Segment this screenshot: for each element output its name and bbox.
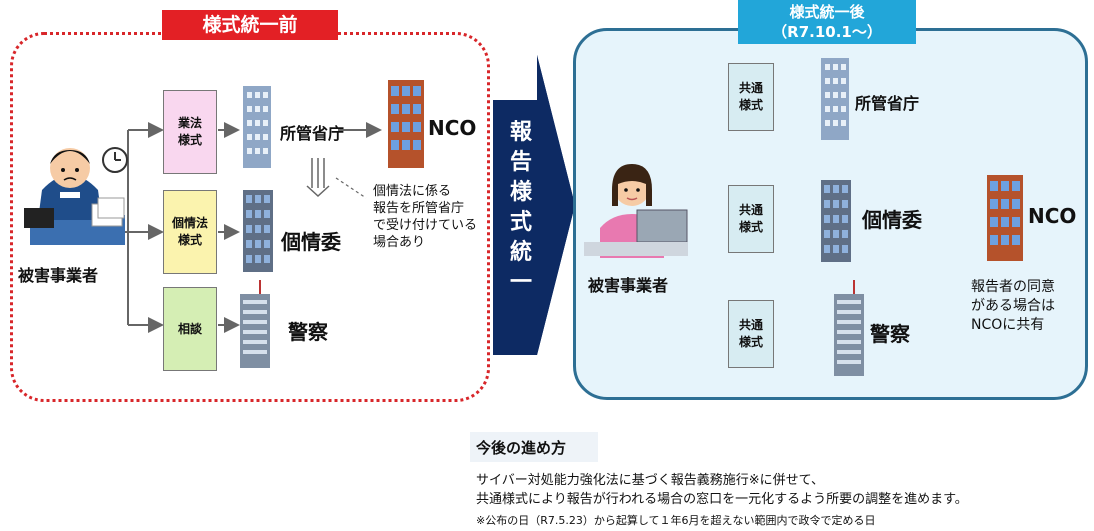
common-form-label: 共通 様式: [738, 81, 763, 112]
common-form-label: 共通 様式: [738, 318, 763, 349]
before-target-police: 警察: [288, 320, 328, 344]
before-title: 様式統一前: [162, 10, 338, 40]
business-law-form-label: 業法 様式: [177, 116, 202, 147]
after-target-police: 警察: [870, 322, 910, 346]
next-steps-footnote: ※公布の日（R7.5.23）から起算して１年6月を超えない範囲内で政令で定める日: [476, 514, 876, 527]
arrow-char: 報: [509, 120, 532, 145]
arrow-char: 式: [509, 210, 532, 235]
unification-arrow-text: 報 告 様 式 統 一: [504, 118, 538, 298]
calm-worker-illustration: [584, 164, 688, 258]
common-form-3: 共通 様式: [728, 300, 774, 368]
nco-building-icon: [987, 175, 1023, 261]
consultation-form: 相談: [163, 287, 217, 371]
after-reporter-label: 被害事業者: [588, 276, 669, 295]
next-steps-line1: サイバー対処能力強化法に基づく報告義務施行※に併せて、: [476, 473, 824, 488]
before-nco-label: NCO: [428, 116, 477, 140]
privacy-law-form-label: 個情法 様式: [171, 216, 208, 247]
after-target-ministry: 所管省庁: [855, 94, 920, 113]
next-steps-line2: 共通様式により報告が行われる場合の窓口を一元化するよう所要の調整を進めます。: [476, 492, 968, 507]
arrow-char: 統: [509, 240, 532, 265]
common-form-2: 共通 様式: [728, 185, 774, 253]
police-building-icon: [240, 280, 270, 368]
police-building-icon: [834, 280, 864, 376]
privacy-commission-building-icon: [243, 190, 273, 272]
ministry-building-icon: [243, 86, 271, 168]
nco-building-icon: [388, 80, 424, 168]
before-target-ppc: 個情委: [281, 230, 341, 254]
privacy-law-form: 個情法 様式: [163, 190, 217, 274]
consultation-form-label: 相談: [177, 321, 202, 336]
after-target-ppc: 個情委: [862, 208, 922, 232]
unification-arrow: [493, 55, 575, 355]
arrow-char: 一: [509, 270, 532, 295]
arrow-char: 告: [509, 150, 532, 175]
business-law-form: 業法 様式: [163, 90, 217, 174]
stressed-worker-illustration: [24, 147, 128, 245]
before-reporter-label: 被害事業者: [18, 266, 99, 285]
after-title-line1: 様式統一後: [789, 3, 865, 21]
ministry-building-icon: [821, 58, 849, 140]
common-form-label: 共通 様式: [738, 203, 763, 234]
after-title-line2: （R7.10.1～）: [772, 23, 882, 41]
before-target-ministry: 所管省庁: [280, 124, 345, 143]
privacy-commission-building-icon: [821, 180, 851, 262]
before-note: 個情法に係る 報告を所管省庁 で受け付けている 場合あり: [373, 184, 478, 250]
after-note: 報告者の同意 がある場合は NCOに共有: [971, 279, 1055, 333]
arrow-char: 様: [509, 180, 532, 205]
common-form-1: 共通 様式: [728, 63, 774, 131]
next-steps-heading: 今後の進め方: [476, 439, 567, 457]
after-title: 様式統一後 （R7.10.1～）: [738, 0, 916, 44]
after-nco-label: NCO: [1028, 204, 1077, 228]
